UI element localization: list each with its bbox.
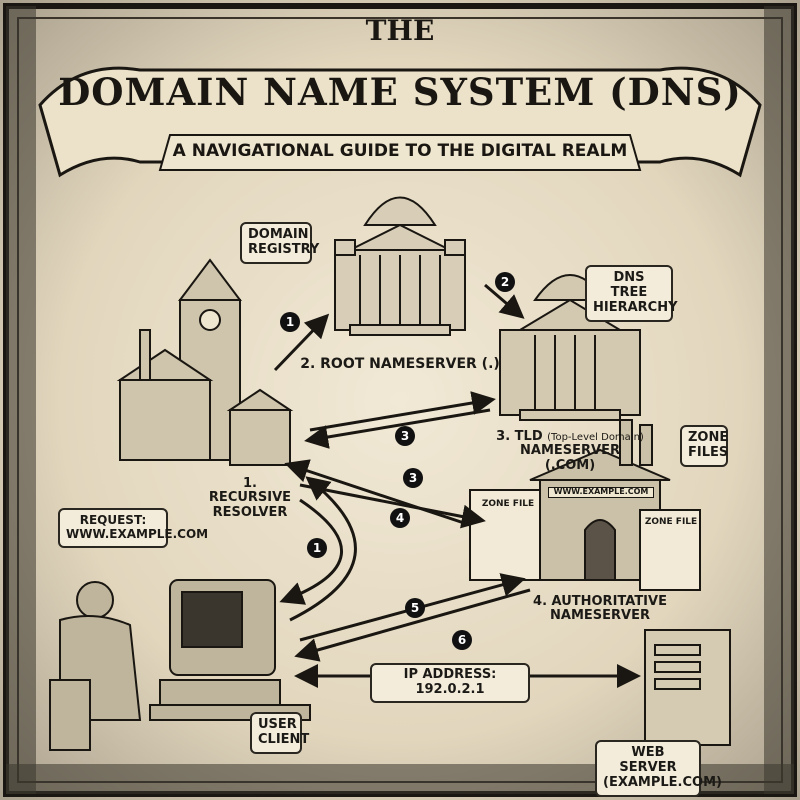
user-at-computer <box>49 579 311 751</box>
title-prefix: THE <box>365 14 435 47</box>
web-server-tower <box>644 629 731 746</box>
page-subtitle: A NAVIGATIONAL GUIDE TO THE DIGITAL REAL… <box>172 141 628 161</box>
step-badge-5: 5 <box>405 598 425 618</box>
dns-tree-callout: DNS TREE HIERARCHY <box>585 265 678 322</box>
tld-label-nameserver: NAMESERVER <box>520 443 620 459</box>
step-badge-1: 1 <box>280 312 300 332</box>
step-badge-3: 3 <box>395 426 415 446</box>
request-bubble: REQUEST: WWW.EXAMPLE.COM <box>58 508 208 548</box>
zone-file-scroll-right: ZONE FILE <box>644 517 698 527</box>
tld-label-com: (.COM) <box>544 457 596 473</box>
tld-label-expansion: (Top-Level Domain) <box>547 432 644 443</box>
step-badge-6: 6 <box>452 630 472 650</box>
subtitle-banner <box>158 134 642 171</box>
user-client-callout: USER CLIENT <box>250 712 309 754</box>
example-com-sign: WWW.EXAMPLE.COM <box>548 487 654 498</box>
zone-files-callout: ZONE FILES <box>680 425 728 467</box>
tld-label: 3. TLD (Top-Level Domain) NAMESERVER (.C… <box>470 429 670 473</box>
tld-label-main: 3. TLD <box>496 429 543 444</box>
zone-file-scroll-left: ZONE FILE <box>481 499 535 509</box>
ip-address-label: IP ADDRESS: 192.0.2.1 <box>370 663 530 703</box>
resolver-label: 1. RECURSIVE RESOLVER <box>208 476 292 520</box>
tld-nameserver-building <box>499 274 641 421</box>
root-nameserver-building <box>334 196 466 336</box>
web-server-callout: WEB SERVER (EXAMPLE.COM) <box>595 740 722 797</box>
domain-registry-callout: DOMAIN REGISTRY <box>240 222 319 264</box>
step-badge-3b: 3 <box>403 468 423 488</box>
root-label: 2. ROOT NAMESERVER (.) <box>300 356 500 372</box>
recursive-resolver-building <box>116 258 294 466</box>
authoritative-label: 4. AUTHORITATIVE NAMESERVER <box>533 594 667 624</box>
step-badge-4: 4 <box>390 508 410 528</box>
page-title: DOMAIN NAME SYSTEM (DNS) <box>58 70 742 114</box>
step-badge-2: 2 <box>495 272 515 292</box>
step-badge-1b: 1 <box>307 538 327 558</box>
